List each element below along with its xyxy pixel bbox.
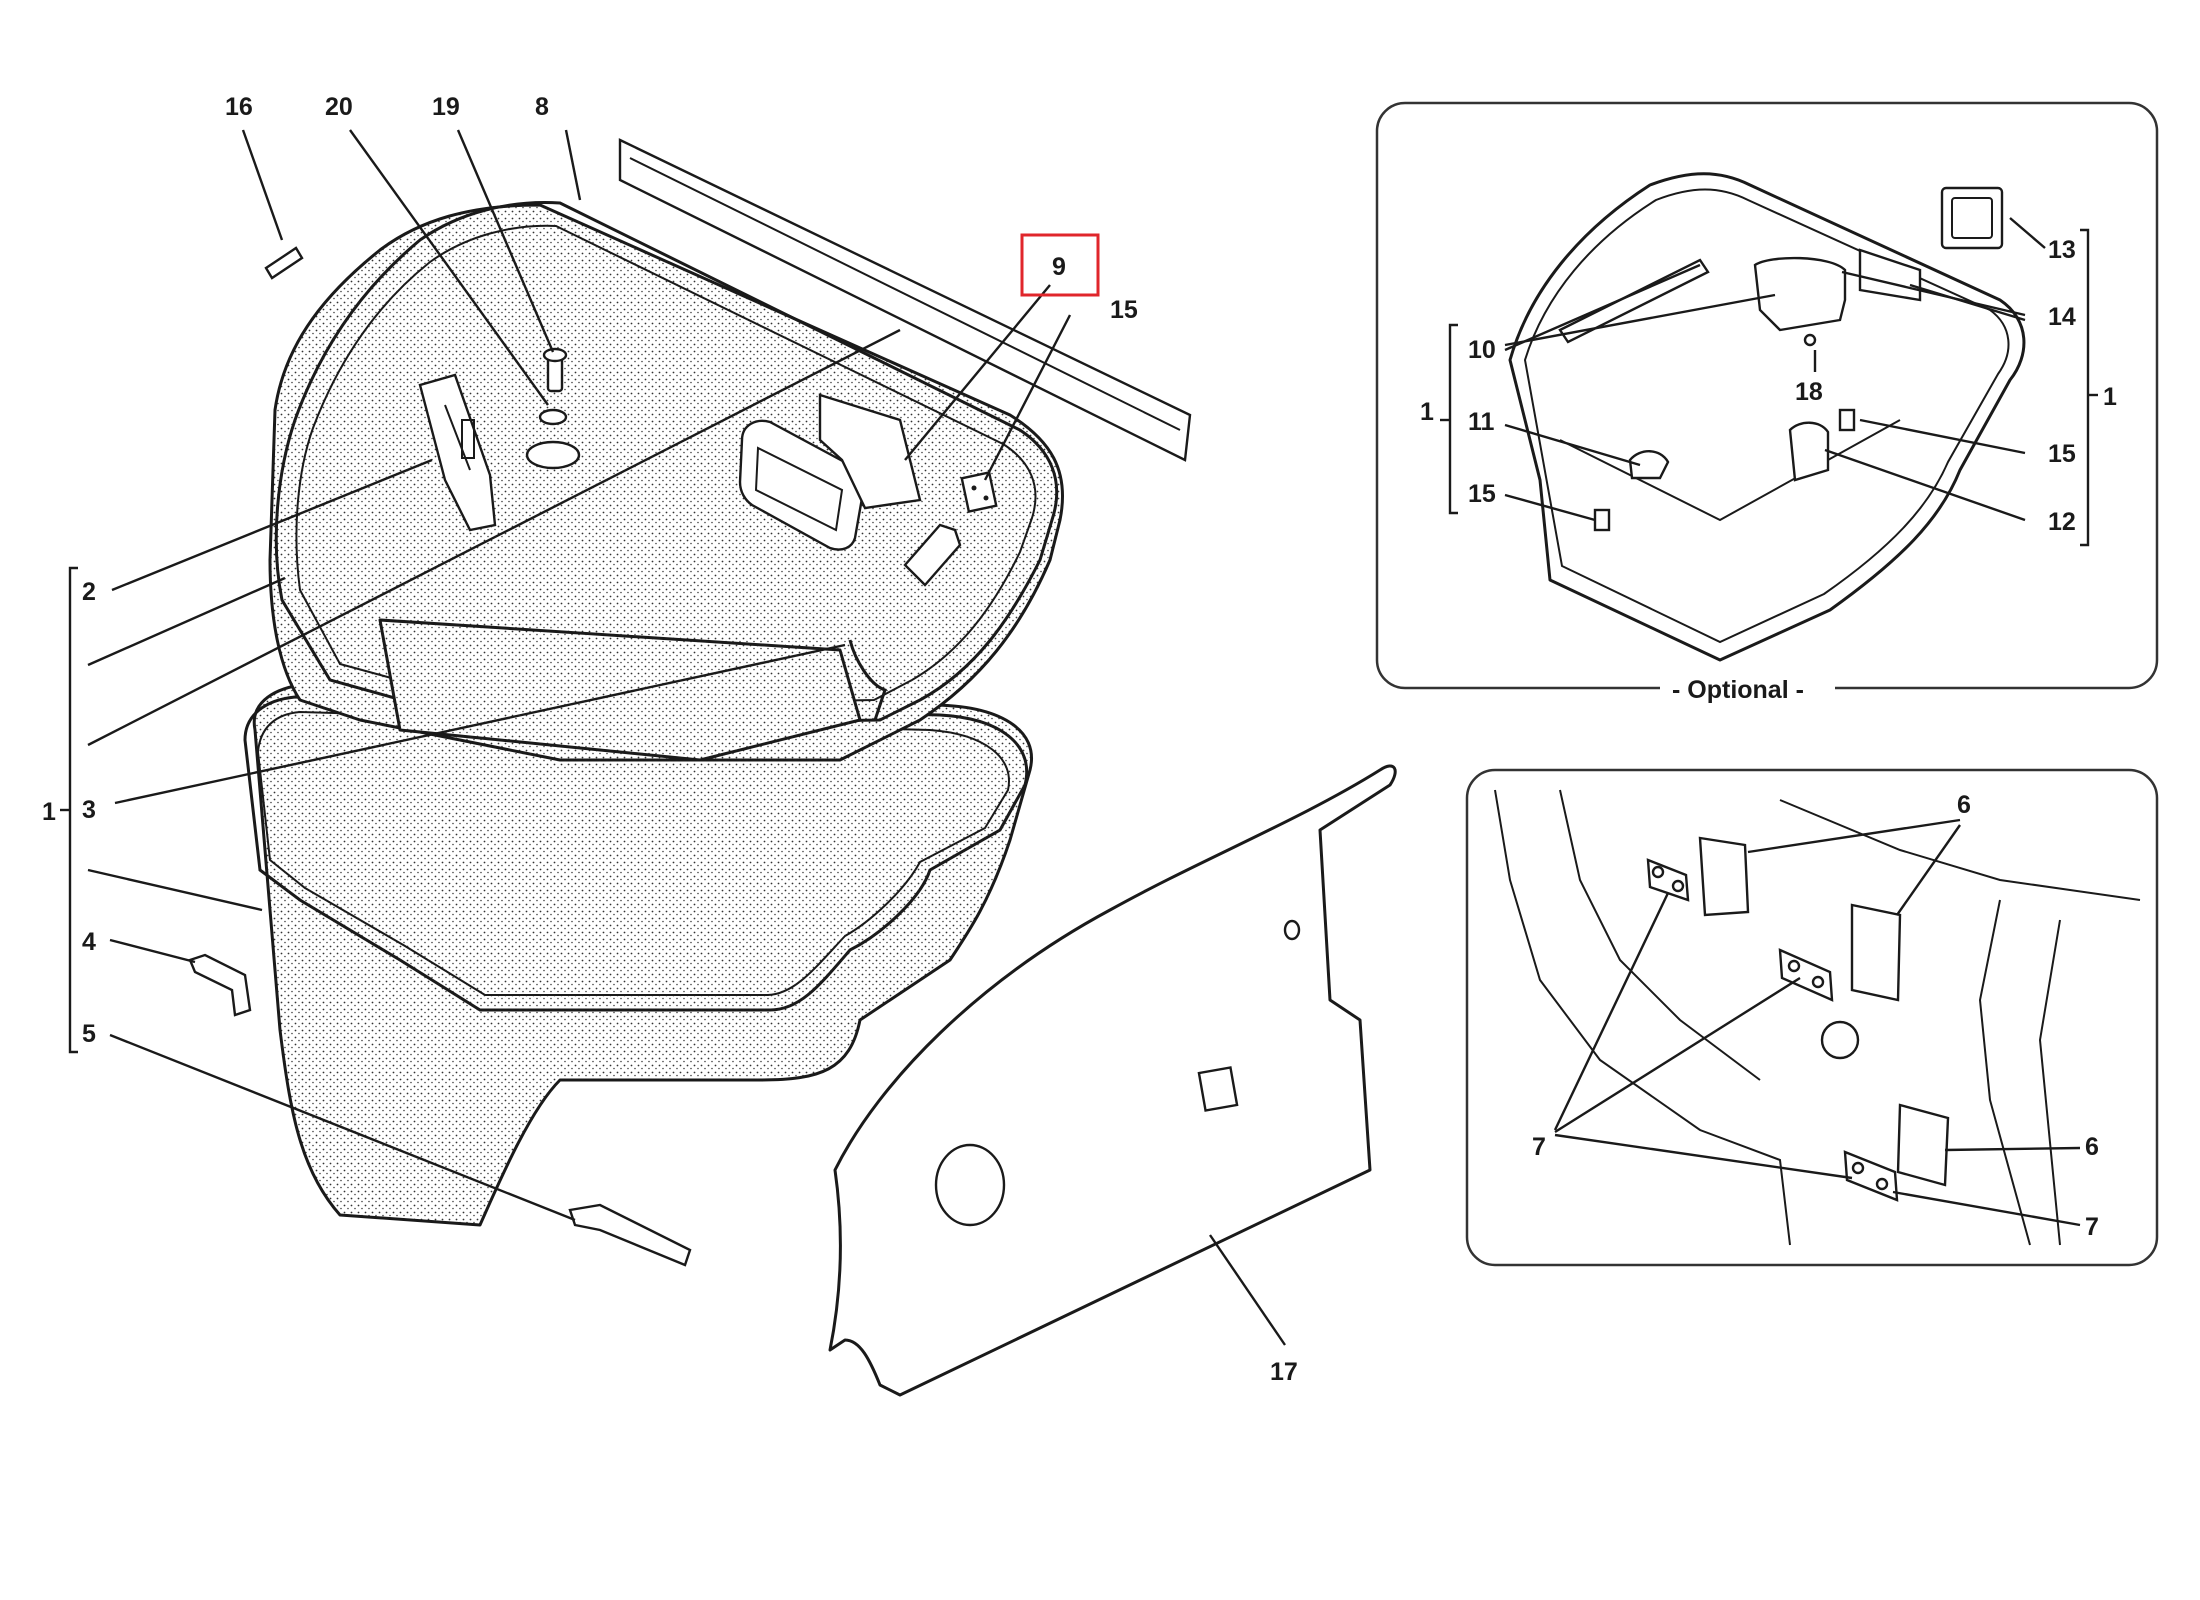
part-2-strap-detail — [444, 404, 471, 471]
upper-seal-ring-inner — [295, 224, 1037, 708]
rim-latch — [903, 523, 962, 587]
callout-10: 10 — [1468, 336, 1496, 364]
inset-part-14-handle — [1753, 256, 1847, 332]
callout-4: 4 — [82, 928, 96, 956]
seal-tail — [848, 639, 887, 721]
pad-inset-body-3 — [1779, 799, 2141, 901]
part-7-clip-c — [1843, 1150, 1899, 1202]
part-4-bracket — [188, 953, 252, 1017]
inset-tub-floor — [1559, 419, 1901, 522]
main-leader-lines — [60, 129, 1286, 1346]
inset-part-13-plate-inner — [1951, 197, 1993, 239]
inset-part-10-stay — [1558, 258, 1710, 344]
callout-18: 18 — [1795, 378, 1823, 406]
callout-14: 14 — [2048, 303, 2076, 331]
trunk-floor-panel — [378, 618, 862, 762]
pad-inset-frame — [1465, 768, 2159, 1267]
trunk-tub-lower — [252, 683, 1033, 1227]
callout-9: 9 — [1052, 253, 1066, 281]
part-9-courtesy-light — [738, 419, 865, 551]
callout-8: 8 — [535, 93, 549, 121]
part-15-label-dot-b — [983, 495, 989, 501]
trunk-floor-mount — [525, 440, 581, 470]
callout-13: 13 — [2048, 236, 2076, 264]
lower-seal-ring — [243, 695, 1029, 1012]
part-6-pad-bottom — [1896, 1103, 1950, 1187]
part-8-trim-strip — [618, 138, 1192, 462]
part-8-strip-ridge — [629, 157, 1181, 431]
pad-inset-hole — [1820, 1020, 1860, 1060]
callout-11: 11 — [1468, 408, 1495, 436]
lower-seal-ring-inner — [256, 710, 1010, 996]
optional-inset: - Optional - — [1375, 101, 2159, 704]
pad-inset-body-5 — [2038, 919, 2061, 1246]
inset-part-18-screw — [1803, 333, 1817, 347]
callout-15-main: 15 — [1110, 296, 1138, 324]
highlight-box-9 — [1020, 233, 1100, 297]
callout-6-top: 6 — [1957, 791, 1971, 819]
upper-seal-ring — [274, 201, 1059, 727]
part-16-pin — [264, 246, 304, 280]
part-6-pad-middle — [1850, 903, 1902, 1002]
part-17-panel-pin — [1283, 919, 1301, 941]
optional-label-bg — [1660, 672, 1835, 704]
callout-1-inset-right: 1 — [2103, 383, 2117, 411]
trunk-tub-upper — [268, 203, 1065, 762]
main-assembly-view — [188, 138, 1397, 1397]
callout-7-right: 7 — [2085, 1213, 2099, 1241]
callout-15-inset-left: 15 — [1468, 480, 1496, 508]
inset-part-13-plate — [1940, 186, 2004, 250]
callout-15-inset-right: 15 — [2048, 440, 2076, 468]
pad-inset — [1465, 768, 2159, 1267]
light-recess — [818, 393, 922, 510]
callout-12: 12 — [2048, 508, 2076, 536]
inset-part-11-clip — [1628, 450, 1670, 480]
part-15-label-main — [960, 471, 998, 513]
part-19-bolt — [542, 347, 568, 393]
optional-label: - Optional - — [1672, 676, 1804, 704]
pad-inset-body-2 — [1559, 789, 1761, 1081]
pad-inset-body — [1494, 789, 1791, 1246]
part-5-bracket — [568, 1203, 692, 1267]
callout-17: 17 — [1270, 1358, 1298, 1386]
inset-part-15-label-a — [1838, 408, 1856, 432]
part-7-clip-a — [1646, 858, 1690, 902]
callout-5: 5 — [82, 1020, 96, 1048]
callout-6-bottom: 6 — [2085, 1133, 2099, 1161]
part-17-side-panel — [828, 764, 1397, 1397]
callout-1-inset-left: 1 — [1420, 398, 1434, 426]
callout-3: 3 — [82, 796, 96, 824]
part-7-clip-b — [1778, 948, 1834, 1002]
part-17-panel-slot — [1197, 1066, 1239, 1112]
inset-part-15-label-b — [1593, 508, 1611, 532]
part-6-pad-top — [1698, 836, 1750, 917]
pad-inset-body-4 — [1978, 899, 2031, 1246]
part-15-label-dot-a — [971, 485, 977, 491]
part-2-strap-slot — [461, 419, 475, 459]
callout-2: 2 — [82, 578, 96, 606]
inset-part-12-handle — [1788, 421, 1830, 482]
callout-1-main: 1 — [42, 798, 56, 826]
part-2-strap — [418, 373, 497, 532]
callout-20: 20 — [325, 93, 353, 121]
part-9-lens — [754, 446, 844, 532]
callout-16: 16 — [225, 93, 253, 121]
callout-7-left: 7 — [1532, 1133, 1546, 1161]
callout-19: 19 — [432, 93, 460, 121]
part-17-panel-hole — [934, 1143, 1006, 1227]
part-20-washer — [538, 408, 568, 426]
